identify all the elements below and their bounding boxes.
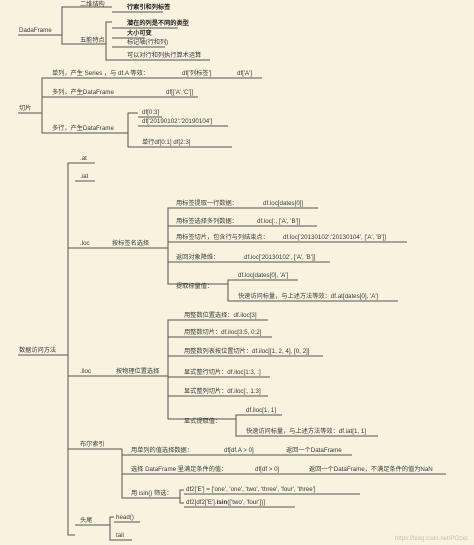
node-iloc4: 显式整行切片：df.iloc[1:3, :]	[184, 369, 261, 376]
node-iloc3: 用整数列表按位置切片：df.iloc[[1, 2, 4], [0, 2]]	[184, 348, 310, 355]
node-loc-desc: 按标签名选择	[112, 240, 150, 247]
node-single-row: 单行df[0:1] df[2:3]	[142, 139, 191, 146]
node-features: 五能特点	[80, 37, 105, 44]
node-loc5: 提取标量值：	[176, 283, 214, 290]
node-bool3-code1: df2['E'] = ['one', 'one', 'two', 'three'…	[186, 486, 316, 493]
node-bool1-ret: 返回一个DataFrame	[286, 447, 342, 454]
node-single-col: 单列，产生 Series ，与 df.A 等效：	[52, 70, 149, 77]
node-loc5-code: df.loc[dates[0], 'A']	[238, 272, 289, 279]
node-bool2-ret: 返回一个DataFrame，不满足条件的值为NaN	[309, 466, 433, 473]
node-at: .at	[80, 155, 87, 162]
node-loc1-code: df.loc[dates[0]]	[263, 200, 304, 207]
node-access: 数据访问方法	[19, 347, 57, 354]
node-loc1: 用标签提取一行数据：	[176, 200, 238, 207]
node-iloc2: 用整数切片：df.iloc[3:5, 0:2]	[184, 329, 262, 336]
node-headtail: 头尾	[80, 517, 93, 524]
node-loc4: 返回对象降维：	[176, 254, 220, 261]
node-loc2: 用标签选择多列数据：	[176, 218, 238, 225]
node-two-d: 二维结构	[80, 1, 105, 8]
node-iat: .iat	[80, 173, 89, 180]
node-loc4-code: df.loc['20130102', ['A', 'B']]	[244, 254, 316, 261]
node-multi-row-code2: df['20190102':'20190104']	[142, 118, 213, 125]
node-multi-col: 多列，产生DataFrame	[52, 89, 114, 96]
node-iloc6-fast: 快速访问标量，与上述方法等效：df.iat[1, 1]	[246, 428, 366, 435]
node-index-row-col: 行索引和列标签	[127, 4, 171, 11]
node-multi-row: 多行，产生DataFrame	[52, 125, 114, 132]
node-slicing: 切片	[19, 105, 32, 112]
node-iloc5: 显式整列切片：df.iloc[:, 1:3]	[184, 388, 261, 395]
node-single-col-code2: df['A']	[237, 70, 253, 77]
node-bool1-code: df[df.A > 0]	[224, 447, 254, 454]
node-multi-row-code1: df[0:3]	[142, 109, 160, 116]
node-loc5-fast: 快速访问标量，与上述方法等效：df.at[dates[0], 'A']	[238, 293, 379, 300]
node-loc3-code: df.loc['20130102':'20130104', ['A', 'B']…	[283, 234, 387, 241]
node-feat3: 标记轴(行和列)	[127, 39, 169, 46]
node-bool1: 用单列的值选择数据：	[131, 447, 193, 454]
node-feat2: 大小可变	[127, 30, 152, 37]
node-bool: 布尔索引	[80, 441, 105, 448]
watermark: https://blog.csdn.net/PGzxc	[394, 536, 468, 542]
node-tail: tail	[116, 532, 124, 539]
node-iloc-desc: 按物理位置选择	[116, 368, 160, 375]
node-bool2-code: df[df > 0]	[255, 466, 280, 473]
node-loc: .loc	[80, 240, 90, 247]
node-iloc1: 用整数位置选择：df.iloc[3]	[184, 312, 257, 319]
node-iloc: .iloc	[80, 368, 92, 375]
node-iloc6: 显式提取值：	[184, 418, 222, 425]
node-iloc6-code: df.iloc[1, 1]	[246, 407, 276, 414]
node-bool2: 选择 DataFrame 里满足条件的值：	[131, 466, 228, 473]
node-feat4: 可以对行和列执行算术运算	[127, 52, 202, 59]
node-head: head()	[116, 514, 134, 521]
node-bool3-code2: df2[df2['E'].isin(['two', 'four'])]	[186, 499, 265, 506]
node-loc2-code: df.loc[:, ['A', 'B']]	[257, 218, 301, 225]
node-multi-col-code: df[['A','C']]	[166, 89, 194, 96]
node-bool3: 用 isin() 筛选：	[131, 490, 173, 497]
node-feat1: 潜在的列是不同的类型	[127, 20, 189, 27]
node-dataframe: DadaFrame	[19, 27, 52, 34]
node-single-col-code: df['列标签']	[182, 70, 212, 77]
node-loc3: 用标签切片，包含行与列结束点：	[176, 234, 269, 241]
